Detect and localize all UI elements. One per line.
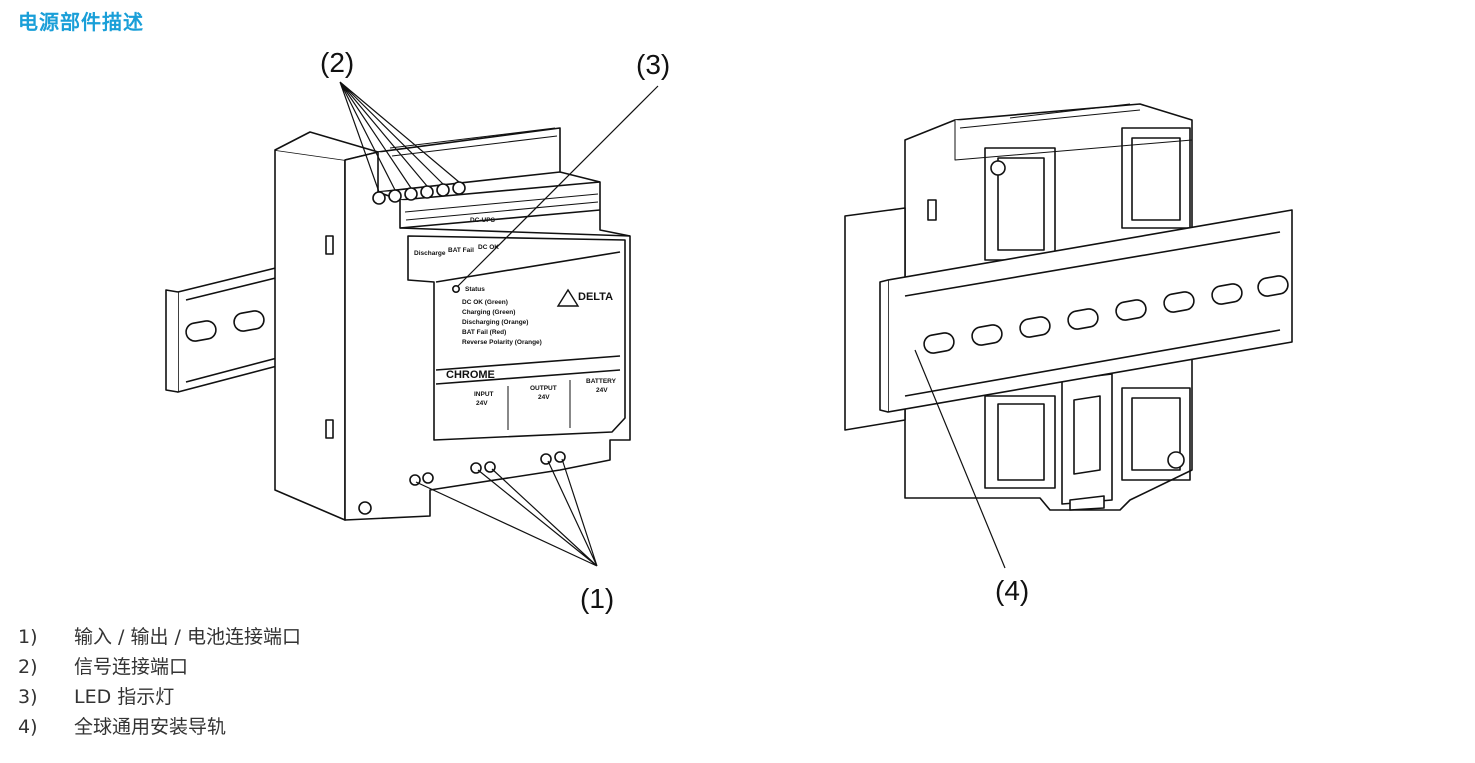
terminal-label-discharge: Discharge <box>414 250 446 257</box>
terminal-label-dc-ok: DC OK <box>478 244 499 251</box>
series-label: CHROME <box>446 369 495 381</box>
status-label: Status <box>465 286 485 293</box>
front-panel <box>407 235 626 441</box>
led-indicator <box>451 284 460 293</box>
legend-number: 1) <box>18 626 38 648</box>
legend-text: LED 指示灯 <box>74 686 175 708</box>
component-diagram: DC-UPS Discharge BAT Fail DC OK Status D… <box>165 47 1293 614</box>
callout-4: (4) <box>995 575 1029 606</box>
component-legend: 1) 输入 / 输出 / 电池连接端口 2) 信号连接端口 3) LED 指示灯 4)… <box>18 622 301 742</box>
status-row-bat-fail: BAT Fail (Red) <box>462 329 506 336</box>
brand-logo-text: DELTA <box>578 291 613 303</box>
front-housing-side <box>274 149 346 521</box>
front-view <box>165 127 631 521</box>
legend-number: 2) <box>18 656 38 678</box>
legend-text: 信号连接端口 <box>74 656 189 678</box>
callout-2: (2) <box>320 47 354 78</box>
rail-latch <box>1061 373 1113 505</box>
legend-item: 4) 全球通用安装导轨 <box>18 712 301 742</box>
legend-item: 1) 输入 / 输出 / 电池连接端口 <box>18 622 301 652</box>
status-row-dc-ok: DC OK (Green) <box>462 299 508 306</box>
battery-label: BATTERY <box>586 378 617 385</box>
status-row-reverse-polarity: Reverse Polarity (Orange) <box>462 339 542 346</box>
input-label: INPUT <box>474 391 494 398</box>
callout-3: (3) <box>636 49 670 80</box>
terminal-label-bat-fail: BAT Fail <box>448 247 474 254</box>
back-view <box>844 103 1293 511</box>
status-row-discharging: Discharging (Orange) <box>462 319 528 326</box>
battery-voltage: 24V <box>596 387 608 394</box>
leader-lines <box>339 81 1006 569</box>
input-voltage: 24V <box>476 400 488 407</box>
back-din-rail <box>879 209 1293 413</box>
model-label: DC-UPS <box>470 217 496 224</box>
legend-number: 4) <box>18 716 38 738</box>
status-row-charging: Charging (Green) <box>462 309 515 316</box>
legend-item: 3) LED 指示灯 <box>18 682 301 712</box>
output-voltage: 24V <box>538 394 550 401</box>
legend-text: 输入 / 输出 / 电池连接端口 <box>74 626 301 648</box>
legend-text: 全球通用安装导轨 <box>74 716 227 738</box>
legend-number: 3) <box>18 686 38 708</box>
output-label: OUTPUT <box>530 385 557 392</box>
delta-logo-icon <box>556 288 580 307</box>
legend-item: 2) 信号连接端口 <box>18 652 301 682</box>
callout-1: (1) <box>580 583 614 614</box>
section-title: 电源部件描述 <box>18 10 144 34</box>
